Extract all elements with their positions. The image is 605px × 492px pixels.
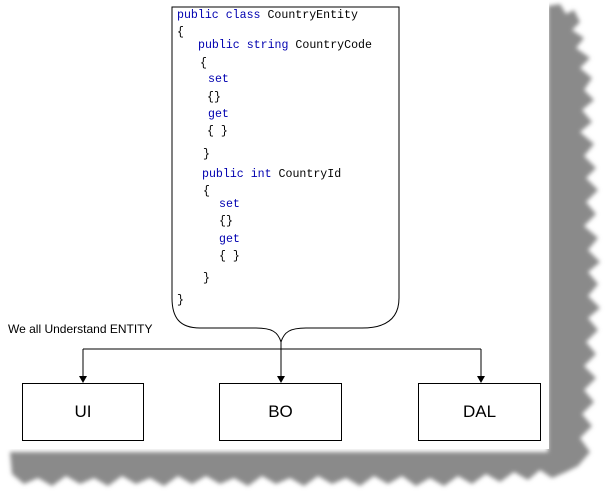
arrow-to-bo [277,376,285,383]
code-line-set: set [219,198,240,211]
code-keyword: public string [198,39,289,52]
arrow-to-ui [79,376,87,383]
dal-layer-label: DAL [462,402,497,421]
code-identifier: CountryEntity [260,9,358,22]
code-line-get-body: { } [219,250,240,263]
ui-layer-box: UI [22,383,144,441]
code-keyword: public class [177,9,261,22]
code-line-close-brace: } [177,294,184,307]
code-line-get: get [219,233,240,246]
entity-caption: We all Understand ENTITY [8,322,153,336]
code-line-property-countrycode: public string CountryCode [198,39,397,53]
code-identifier: CountryCode [288,39,372,52]
code-line-property-countryid: public int CountryId [202,168,341,182]
bo-layer-box: BO [219,383,342,441]
bo-layer-label: BO [268,402,293,421]
code-line-set-body: {} [207,91,221,104]
code-line-close-brace: } [203,272,210,285]
code-line-set-body: {} [219,215,233,228]
code-line-open-brace: { [203,185,210,198]
code-line-set: set [208,73,229,86]
code-identifier: CountryId [271,168,342,181]
code-keyword: public int [202,168,272,181]
arrow-to-dal [477,376,485,383]
dal-layer-box: DAL [418,383,541,441]
code-line-open-brace: { [200,57,207,70]
code-line-open-brace: { [177,26,184,39]
code-card-outline [171,6,400,344]
code-line-get-body: { } [207,125,228,138]
code-line-class-declaration: public class CountryEntity [177,9,358,23]
code-line-get: get [208,108,229,121]
ui-layer-label: UI [74,402,92,421]
code-line-close-brace: } [203,148,210,161]
